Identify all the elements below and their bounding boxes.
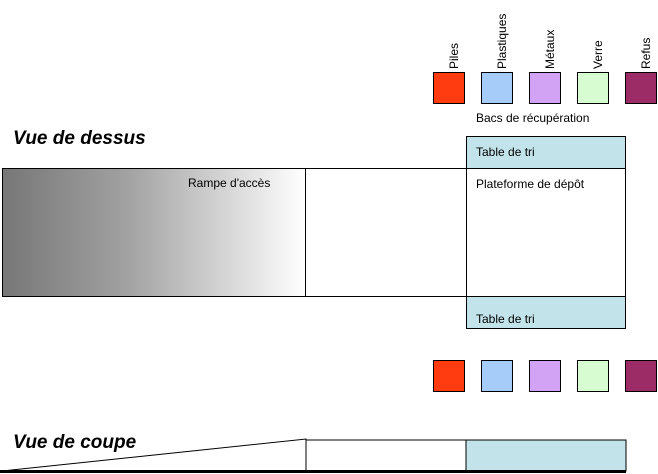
sort-table-bottom: Table de tri — [466, 296, 626, 329]
sort-table-section — [465, 439, 627, 472]
top-view-heading: Vue de dessus — [13, 128, 146, 149]
access-ramp: Rampe d'accès — [2, 168, 306, 297]
bin-plastiques-label: Plastiques — [495, 13, 509, 69]
middle-zone — [305, 168, 467, 297]
ramp-label: Rampe d'accès — [188, 176, 271, 190]
section-view-drawing — [0, 438, 627, 473]
bin-piles-top — [433, 72, 465, 104]
section-view-heading: Vue de coupe — [13, 432, 137, 453]
sort-table-bottom-label: Table de tri — [476, 312, 535, 326]
bin-plastiques-top — [481, 72, 513, 104]
bin-piles-label: Piles — [447, 42, 461, 69]
sort-table-top-label: Table de tri — [476, 145, 535, 159]
bin-piles-bottom — [433, 360, 465, 392]
bins-caption: Bacs de récupération — [476, 111, 590, 125]
bin-verre-top — [577, 72, 609, 104]
bin-plastiques-bottom — [481, 360, 513, 392]
bin-verre-bottom — [577, 360, 609, 392]
platform-label: Plateforme de dépôt — [476, 177, 585, 191]
drop-platform: Plateforme de dépôt — [466, 168, 626, 297]
bin-refus-bottom — [625, 360, 657, 392]
bin-verre-label: Verre — [591, 40, 605, 69]
sort-table-top: Table de tri — [466, 136, 626, 169]
bin-refus-top — [625, 72, 657, 104]
bin-metaux-top — [529, 72, 561, 104]
middle-zone-section — [305, 439, 467, 472]
bin-refus-label: Refus — [639, 37, 653, 69]
bin-metaux-bottom — [529, 360, 561, 392]
ramp-profile — [1, 438, 307, 472]
bin-metaux-label: Métaux — [543, 29, 557, 69]
